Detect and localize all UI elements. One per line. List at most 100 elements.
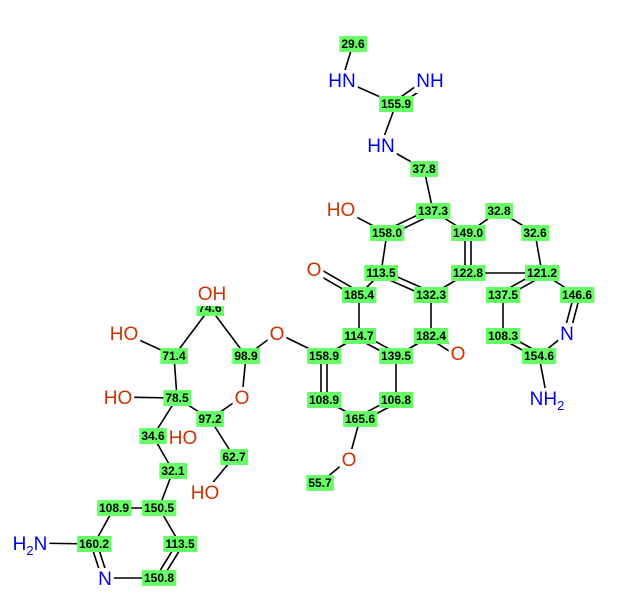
shift-box	[196, 411, 225, 427]
shift-label-34-6: 34.6	[141, 429, 165, 443]
atom-symbol: O	[451, 344, 466, 365]
svg-text:HO: HO	[327, 200, 356, 221]
atom-label-background	[326, 70, 358, 93]
svg-text:HO: HO	[110, 324, 139, 345]
atom-symbol: HO	[169, 428, 198, 449]
atom-symbol: HO	[104, 388, 133, 409]
svg-text:NH: NH	[416, 71, 443, 92]
atom-label-ho-sugar-c3: HO	[101, 387, 135, 410]
atom-subscript: 2	[26, 543, 33, 558]
shift-label-182-4: 182.4	[416, 329, 446, 343]
atom-label-background	[166, 427, 200, 450]
shift-box	[485, 287, 521, 303]
svg-text:HN: HN	[367, 136, 394, 157]
svg-text:HO: HO	[104, 388, 133, 409]
shift-label-137-3: 137.3	[418, 204, 448, 218]
shift-box	[306, 475, 335, 491]
svg-text:O: O	[451, 344, 466, 365]
shift-box	[163, 390, 192, 406]
shift-box	[220, 449, 249, 465]
atom-label-background	[558, 323, 576, 346]
atom-symbol: HO	[191, 483, 220, 504]
shift-box	[369, 225, 405, 241]
shift-label-137-5: 137.5	[488, 288, 518, 302]
atom-label-background	[10, 533, 50, 559]
atom-symbol: N	[560, 324, 574, 345]
svg-text:O: O	[235, 388, 250, 409]
svg-text:N: N	[560, 324, 574, 345]
shift-box	[521, 348, 557, 364]
atom-label-nh2-left-base: H2N	[10, 533, 50, 559]
shift-box	[141, 500, 177, 516]
shift-box	[450, 225, 486, 241]
shift-label-71-4: 71.4	[162, 349, 186, 363]
atom-label-o-sugar-ring: O	[232, 387, 252, 410]
shift-box	[485, 328, 521, 344]
shift-label-155-9: 155.9	[381, 97, 411, 111]
shift-label-132-3: 132.3	[416, 288, 446, 302]
shift-box	[485, 203, 514, 219]
shift-box	[139, 428, 168, 444]
atom-label-background	[188, 482, 222, 505]
shift-box	[232, 348, 261, 364]
shift-label-122-8: 122.8	[453, 266, 483, 280]
shift-box	[159, 463, 188, 479]
shift-label-106-8: 106.8	[381, 393, 411, 407]
shift-label-108-3: 108.3	[488, 329, 518, 343]
atom-label-background	[304, 259, 324, 282]
shift-label-78-5: 78.5	[165, 391, 189, 405]
shift-label-108-9b: 108.9	[99, 501, 129, 515]
atom-label-nh-imine: NH	[414, 70, 446, 93]
atom-symbol: O	[270, 324, 285, 345]
atom-symbol: HN	[328, 71, 355, 92]
atom-label-n-pyr-bottom: N	[96, 568, 114, 591]
shift-label-29-6: 29.6	[341, 37, 365, 51]
atom-symbol: OH	[198, 284, 227, 305]
svg-text:O: O	[307, 260, 322, 281]
svg-text:HN: HN	[328, 71, 355, 92]
shift-label-114-7: 114.7	[344, 329, 374, 343]
atom-label-o-keto-upper: O	[304, 259, 324, 282]
shift-box	[306, 392, 342, 408]
shift-label-146-6: 146.6	[562, 288, 592, 302]
shift-box	[378, 348, 414, 364]
shift-box	[413, 287, 449, 303]
shift-label-108-9a: 108.9	[309, 393, 339, 407]
atom-label-background	[324, 199, 358, 222]
shift-label-113-5b: 113.5	[165, 537, 195, 551]
shift-box	[521, 225, 550, 241]
shift-box	[415, 203, 451, 219]
atom-symbol: O	[307, 260, 322, 281]
atom-label-background	[107, 323, 141, 346]
shift-box	[364, 265, 399, 281]
shift-box-layer	[76, 36, 595, 586]
atom-symbol: HN	[367, 136, 394, 157]
svg-text:HO: HO	[191, 483, 220, 504]
atom-label-ho-ch2: HO	[188, 482, 222, 505]
shift-label-98-9: 98.9	[234, 349, 258, 363]
atom-label-n-pyr-right: N	[558, 323, 576, 346]
atom-label-oh-top-ring: HO	[324, 199, 358, 222]
shift-label-139-5: 139.5	[381, 349, 411, 363]
shift-box	[160, 348, 189, 364]
shift-label-158-0: 158.0	[372, 226, 402, 240]
atom-label-nh-methyl: HN	[326, 70, 358, 93]
shift-box	[410, 161, 439, 177]
shift-box	[76, 536, 112, 552]
svg-text:N: N	[98, 569, 112, 590]
atom-label-background	[527, 388, 567, 414]
shift-box	[96, 500, 132, 516]
shift-label-158-9: 158.9	[309, 349, 339, 363]
shift-label-165-6: 165.6	[345, 412, 375, 426]
shift-label-97-2: 97.2	[198, 412, 222, 426]
shift-label-150-8: 150.8	[144, 571, 174, 585]
shift-label-150-5: 150.5	[144, 501, 174, 515]
atom-label-ho-sugar-c4: HO	[166, 427, 200, 450]
atom-label-ho-sugar-left: HO	[107, 323, 141, 346]
atom-label-background	[232, 387, 252, 410]
shift-label-154-6: 154.6	[524, 349, 554, 363]
shift-box	[342, 328, 377, 344]
svg-text:HO: HO	[169, 428, 198, 449]
atom-symbol: O	[342, 450, 357, 471]
